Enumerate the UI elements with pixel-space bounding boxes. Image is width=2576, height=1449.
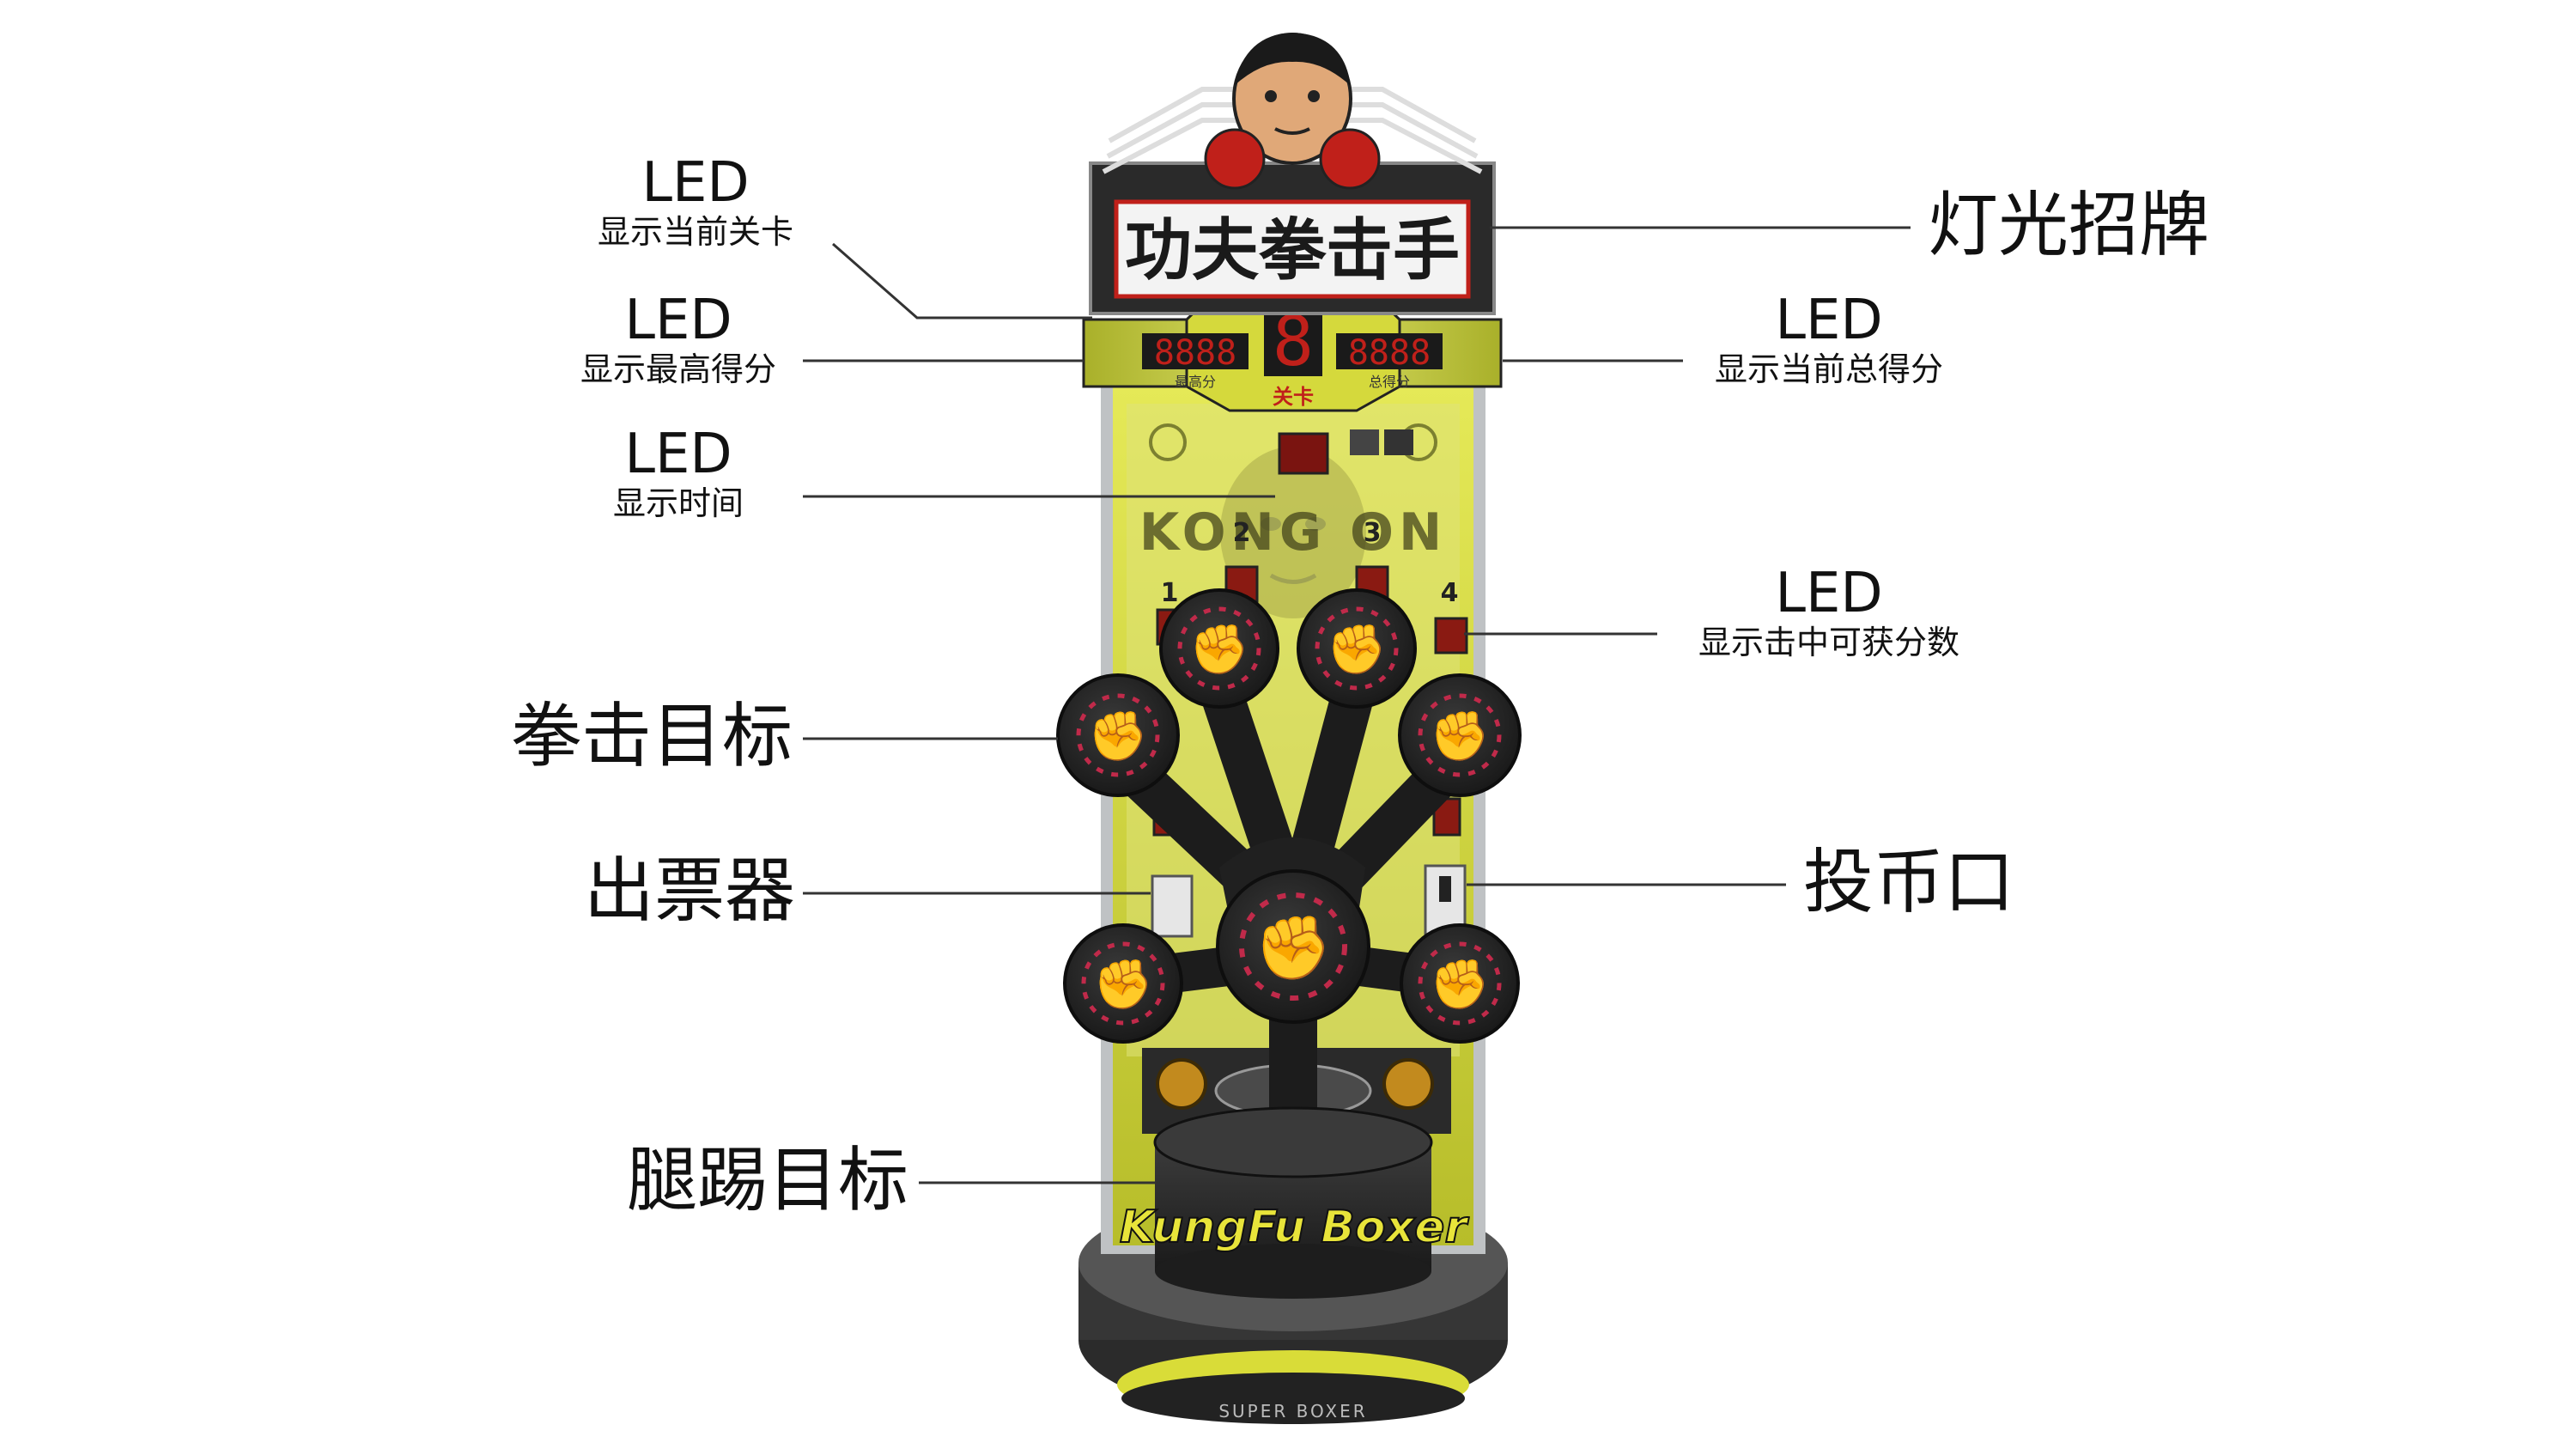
callout-coin-slot: 投币口 xyxy=(1803,842,2015,923)
callout-led-level: LED 显示当前关卡 xyxy=(567,153,824,251)
light-sign: 功夫拳击手 xyxy=(1089,33,1496,315)
kick-target[interactable]: KungFu Boxer xyxy=(1119,1106,1470,1299)
score-header-panel: 8 8888 8888 最高分 总得分 关卡 xyxy=(1082,295,1503,412)
callout-text: 显示最高得分 xyxy=(580,350,776,388)
callout-led-high-score: LED 显示最高得分 xyxy=(550,290,807,388)
callout-text: 显示当前关卡 xyxy=(597,213,793,251)
callout-title: LED xyxy=(1775,289,1883,352)
fist-icon: ✊ xyxy=(1255,911,1332,984)
callout-title: LED xyxy=(641,151,750,215)
base-plate-text: SUPER BOXER xyxy=(1218,1401,1367,1422)
level-label: 关卡 xyxy=(1273,385,1314,409)
callout-light-sign: 灯光招牌 xyxy=(1928,185,2210,266)
callout-text: 显示时间 xyxy=(612,484,744,522)
callout-led-hit-points: LED 显示击中可获分数 xyxy=(1657,563,2001,661)
fist-icon: ✊ xyxy=(1088,709,1148,764)
svg-text:8888: 8888 xyxy=(1154,333,1236,373)
fist-icon: ✊ xyxy=(1430,957,1490,1013)
sign-text: 功夫拳击手 xyxy=(1125,212,1460,289)
punch-targets: ✊ ✊ ✊ ✊ ✊ xyxy=(1056,588,1522,1044)
high-score-led-display xyxy=(1142,333,1249,369)
callout-ticket-dispenser: 出票器 xyxy=(584,850,796,932)
high-score-tag: 最高分 xyxy=(1175,374,1216,390)
target-number-3: 3 xyxy=(1364,518,1382,548)
target-number-2: 2 xyxy=(1233,518,1251,548)
punch-pad[interactable]: ✊ xyxy=(1297,588,1417,709)
callout-text: 显示击中可获分数 xyxy=(1698,624,1959,661)
punch-pad[interactable]: ✊ xyxy=(1216,869,1370,1024)
fist-icon: ✊ xyxy=(1189,622,1249,678)
callout-text: 显示当前总得分 xyxy=(1714,350,1943,388)
fist-icon: ✊ xyxy=(1327,622,1387,678)
callout-title: LED xyxy=(624,423,732,486)
callout-led-total-score: LED 显示当前总得分 xyxy=(1683,290,1975,388)
punch-pad[interactable]: ✊ xyxy=(1056,673,1180,797)
svg-text:8888: 8888 xyxy=(1348,333,1431,373)
target-number-4: 4 xyxy=(1441,578,1459,608)
boxer-face-icon xyxy=(1204,33,1381,190)
fist-icon: ✊ xyxy=(1430,709,1490,764)
punch-pad[interactable]: ✊ xyxy=(1063,923,1183,1044)
leader-lines xyxy=(803,226,1911,1184)
punch-pad[interactable]: ✊ xyxy=(1159,588,1279,709)
target-number-1: 1 xyxy=(1161,578,1179,608)
callout-title: LED xyxy=(624,289,732,352)
total-score-tag: 总得分 xyxy=(1369,374,1410,390)
globe-icon xyxy=(1382,1058,1434,1110)
callout-punch-targets: 拳击目标 xyxy=(511,696,793,777)
globe-icon xyxy=(1156,1058,1207,1110)
callout-title: LED xyxy=(1775,562,1883,625)
callout-kick-target: 腿踢目标 xyxy=(627,1140,909,1221)
banner-text: KONG ON xyxy=(1139,502,1447,563)
total-score-led-display xyxy=(1336,333,1443,369)
punch-pad[interactable]: ✊ xyxy=(1400,923,1520,1044)
fist-icon: ✊ xyxy=(1093,957,1153,1013)
callout-led-time: LED 显示时间 xyxy=(550,424,807,522)
punch-pad[interactable]: ✊ xyxy=(1398,673,1522,797)
ticket-dispenser[interactable] xyxy=(1151,874,1194,938)
time-led-display xyxy=(1278,432,1329,475)
kungfu-boxer-logo: KungFu Boxer xyxy=(1120,1202,1470,1253)
